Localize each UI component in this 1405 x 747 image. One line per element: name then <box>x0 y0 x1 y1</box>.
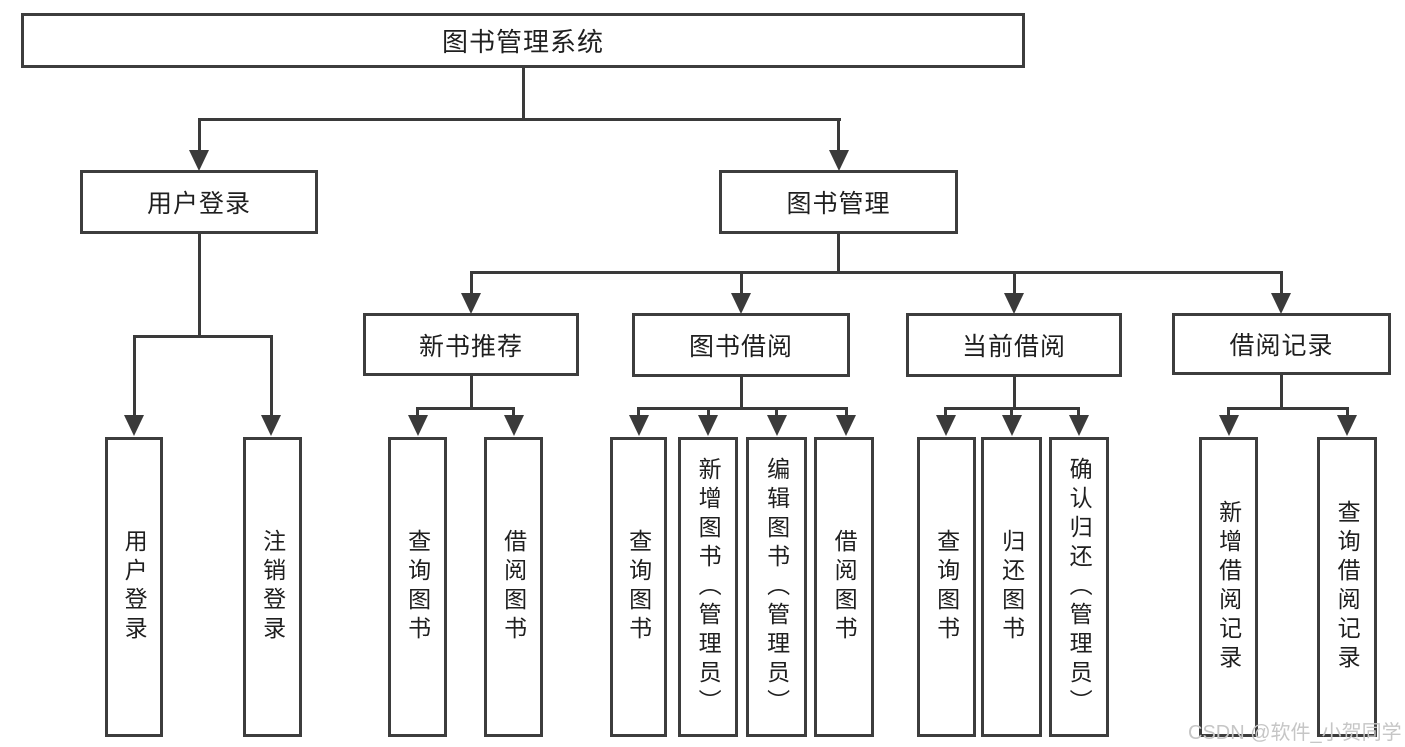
arrow-to-leaf-user-login <box>124 335 144 436</box>
edge-book-management-rail <box>469 271 1283 274</box>
node-label: 图书管理系统 <box>441 27 604 57</box>
edge-user-login-rail <box>132 335 273 338</box>
arrow-to-borrow-records <box>1271 271 1291 314</box>
arrow-to-leaf-borrow-books-1 <box>503 407 524 436</box>
node-book-borrow: 图书借阅 <box>632 313 850 377</box>
leaf-label: 借阅图书 <box>500 529 527 645</box>
leaf-label: 用户登录 <box>121 529 148 645</box>
leaf-add-borrow-record: 新增借阅记录 <box>1199 437 1258 737</box>
node-user-login: 用户登录 <box>80 170 318 234</box>
edge-book-management-stem <box>837 234 840 274</box>
arrow-to-new-book-recommend <box>461 271 481 314</box>
arrow-to-current-borrow <box>1004 271 1024 314</box>
arrow-to-user-login <box>189 118 209 171</box>
edge-root-rail <box>197 118 841 121</box>
node-label: 图书借阅 <box>688 333 793 361</box>
arrow-to-leaf-query-borrow-record <box>1337 407 1357 436</box>
edge-user-login-stem <box>197 234 201 338</box>
arrow-to-book-borrow <box>731 271 751 314</box>
arrow-to-leaf-query-books-1 <box>407 407 428 436</box>
arrow-to-leaf-query-books-3 <box>935 407 956 436</box>
arrow-to-leaf-add-borrow-record <box>1218 407 1239 436</box>
arrow-to-leaf-borrow-books-2 <box>836 407 856 436</box>
arrow-to-leaf-return-book <box>1001 407 1022 436</box>
node-current-borrow: 当前借阅 <box>906 313 1122 377</box>
arrow-to-leaf-logout <box>261 335 281 436</box>
edge-borrow-records-stem <box>1279 375 1283 410</box>
edge-book-borrow-rail <box>637 407 847 410</box>
leaf-label: 编辑图书（管理员） <box>763 456 790 718</box>
node-label: 借阅记录 <box>1229 332 1334 360</box>
edge-borrow-records-rail <box>1227 407 1348 410</box>
leaf-label: 借阅图书 <box>831 529 858 645</box>
arrow-to-leaf-edit-book <box>766 407 787 436</box>
node-borrow-records: 借阅记录 <box>1172 313 1391 375</box>
leaf-edit-book-admin: 编辑图书（管理员） <box>746 437 807 737</box>
csdn-watermark: CSDN @软件_小贺同学 <box>1188 722 1402 744</box>
node-label: 当前借阅 <box>961 333 1066 361</box>
leaf-label: 注销登录 <box>259 529 286 645</box>
leaf-label: 新增借阅记录 <box>1215 500 1242 674</box>
leaf-return-book: 归还图书 <box>981 437 1042 737</box>
leaf-label: 新增图书（管理员） <box>695 456 722 718</box>
leaf-user-login: 用户登录 <box>105 437 163 737</box>
leaf-label: 确认归还（管理员） <box>1066 456 1093 718</box>
edge-new-book-recommend-rail <box>416 407 515 410</box>
arrow-to-leaf-add-book <box>698 407 718 436</box>
node-new-book-recommend: 新书推荐 <box>363 313 579 376</box>
node-book-management: 图书管理 <box>719 170 958 234</box>
node-label: 图书管理 <box>786 190 891 218</box>
leaf-query-books-1: 查询图书 <box>388 437 447 737</box>
leaf-add-book-admin: 新增图书（管理员） <box>678 437 738 737</box>
arrow-to-leaf-query-books-2 <box>628 407 649 436</box>
edge-new-book-recommend-stem <box>469 376 473 410</box>
leaf-query-books-2: 查询图书 <box>610 437 667 737</box>
node-label: 新书推荐 <box>418 332 523 361</box>
node-library-management-system: 图书管理系统 <box>21 13 1025 68</box>
leaf-query-borrow-record: 查询借阅记录 <box>1317 437 1377 737</box>
leaf-borrow-books-2: 借阅图书 <box>814 437 874 737</box>
leaf-label: 查询图书 <box>933 529 960 645</box>
leaf-label: 查询图书 <box>625 529 652 645</box>
leaf-confirm-return-admin: 确认归还（管理员） <box>1049 437 1109 737</box>
leaf-label: 查询图书 <box>404 529 431 645</box>
edge-book-borrow-stem <box>739 377 743 410</box>
leaf-label: 归还图书 <box>998 529 1025 645</box>
arrow-to-leaf-confirm-return <box>1068 407 1089 436</box>
leaf-logout: 注销登录 <box>243 437 302 737</box>
leaf-borrow-books-1: 借阅图书 <box>484 437 543 737</box>
node-label: 用户登录 <box>146 190 251 218</box>
edge-current-borrow-stem <box>1012 377 1016 410</box>
arrow-to-book-management <box>828 118 849 171</box>
leaf-label: 查询借阅记录 <box>1334 500 1361 674</box>
leaf-query-books-3: 查询图书 <box>917 437 976 737</box>
edge-root-stem <box>521 68 525 121</box>
